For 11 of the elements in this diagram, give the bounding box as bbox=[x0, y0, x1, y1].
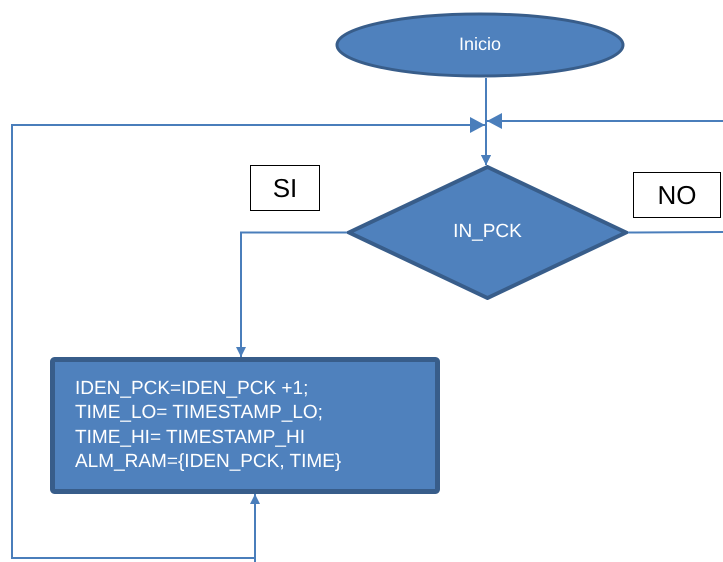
arrow bbox=[11, 117, 491, 559]
branch-label: NO bbox=[658, 180, 696, 210]
process-text: IDEN_PCK=IDEN_PCK +1; bbox=[75, 377, 310, 402]
node-label: IN_PCK bbox=[453, 222, 522, 243]
process-text: TIME_HI= TIMESTAMP_HI bbox=[75, 426, 306, 450]
process-text: TIME_LO= TIMESTAMP_LO; bbox=[75, 401, 324, 426]
node-label: Inicio bbox=[458, 35, 502, 55]
arrow bbox=[236, 232, 347, 357]
branch-label: SI bbox=[272, 174, 298, 202]
process-text: ALM_RAM={IDEN_PCK, TIME} bbox=[75, 450, 342, 474]
arrow bbox=[250, 494, 260, 562]
